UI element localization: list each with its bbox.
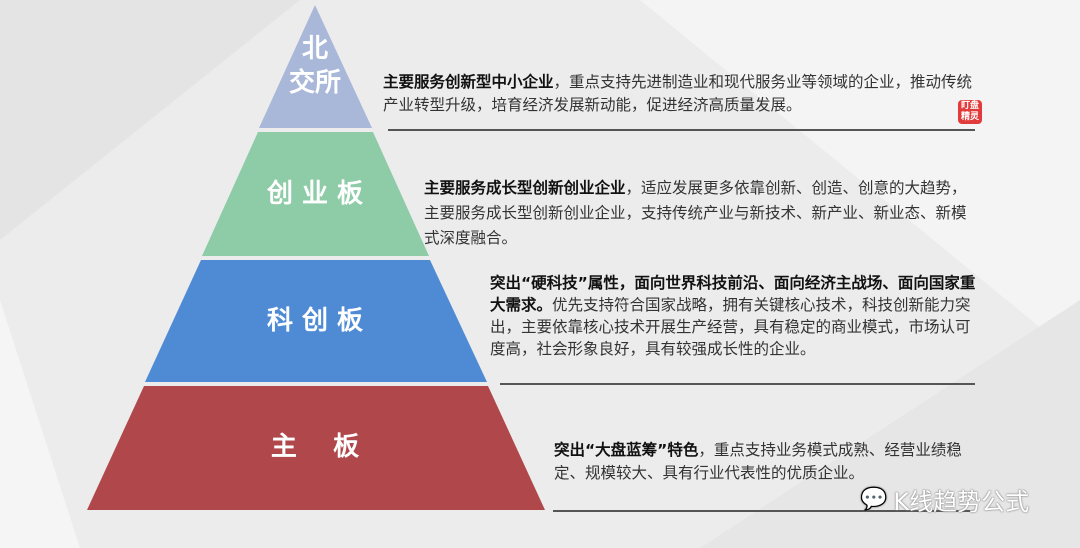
tier-desc-main: 突出“大盘蓝筹”特色，重点支持业务模式成熟、经营业绩稳定、规模较大、具有行业代表… <box>554 439 979 485</box>
tier-desc-beijiaosuo: 主要服务创新型中小企业，重点支持先进制造业和现代服务业等领域的企业，推动传统产业… <box>383 71 983 117</box>
desc-bold: 主要服务成长型创新创业企业 <box>424 179 626 197</box>
tier-desc-chinext: 主要服务成长型创新创业企业，适应发展更多依靠创新、创造、创意的大趋势，主要服务成… <box>424 176 969 251</box>
desc-text: 优先支持符合国家战略，拥有关键核心技术，科技创新能力突出，主要依靠核心技术开展生… <box>490 296 971 358</box>
divider <box>500 383 975 385</box>
tier-label-main: 主 板 <box>270 432 360 462</box>
watermark-text: K线趋势公式 <box>893 488 1030 516</box>
logo-text: 盯盘精灵 <box>960 101 979 122</box>
tier-label-star: 科 创 板 <box>266 306 364 336</box>
logo: 盯盘精灵 <box>958 100 982 124</box>
desc-text: ，适应发展更多依靠创新、创造、创意的大趋势，主要服务成长型创新创业企业，支持传统… <box>424 179 967 247</box>
tier-label-chinext: 创 业 板 <box>266 179 364 209</box>
wechat-icon: 💬 <box>860 487 888 512</box>
tier-label-beijiaosuo: 北 交所 <box>288 34 341 98</box>
tier-bottom <box>87 386 545 510</box>
watermark: 💬 K线趋势公式 <box>860 482 1029 517</box>
tier-second <box>202 132 429 256</box>
desc-text: ，重点支持先进制造业和现代服务业等领域的企业，推动传统产业转型升级，培育经济发展… <box>383 73 973 114</box>
desc-bold: 突出“硬科技”属性，面向世界科技前沿、面向经济主战场、面向国家重大需求。 <box>490 274 976 314</box>
tier-top <box>259 5 372 128</box>
desc-bold: 主要服务创新型中小企业 <box>383 73 554 91</box>
desc-text: ，重点支持业务模式成熟、经营业绩稳定、规模较大、具有行业代表性的优质企业。 <box>554 441 962 482</box>
tier-third <box>145 260 487 382</box>
divider <box>388 129 975 131</box>
tier-desc-star: 突出“硬科技”属性，面向世界科技前沿、面向经济主战场、面向国家重大需求。优先支持… <box>490 272 980 360</box>
divider <box>553 510 975 512</box>
desc-bold: 突出“大盘蓝筹”特色 <box>554 441 699 459</box>
